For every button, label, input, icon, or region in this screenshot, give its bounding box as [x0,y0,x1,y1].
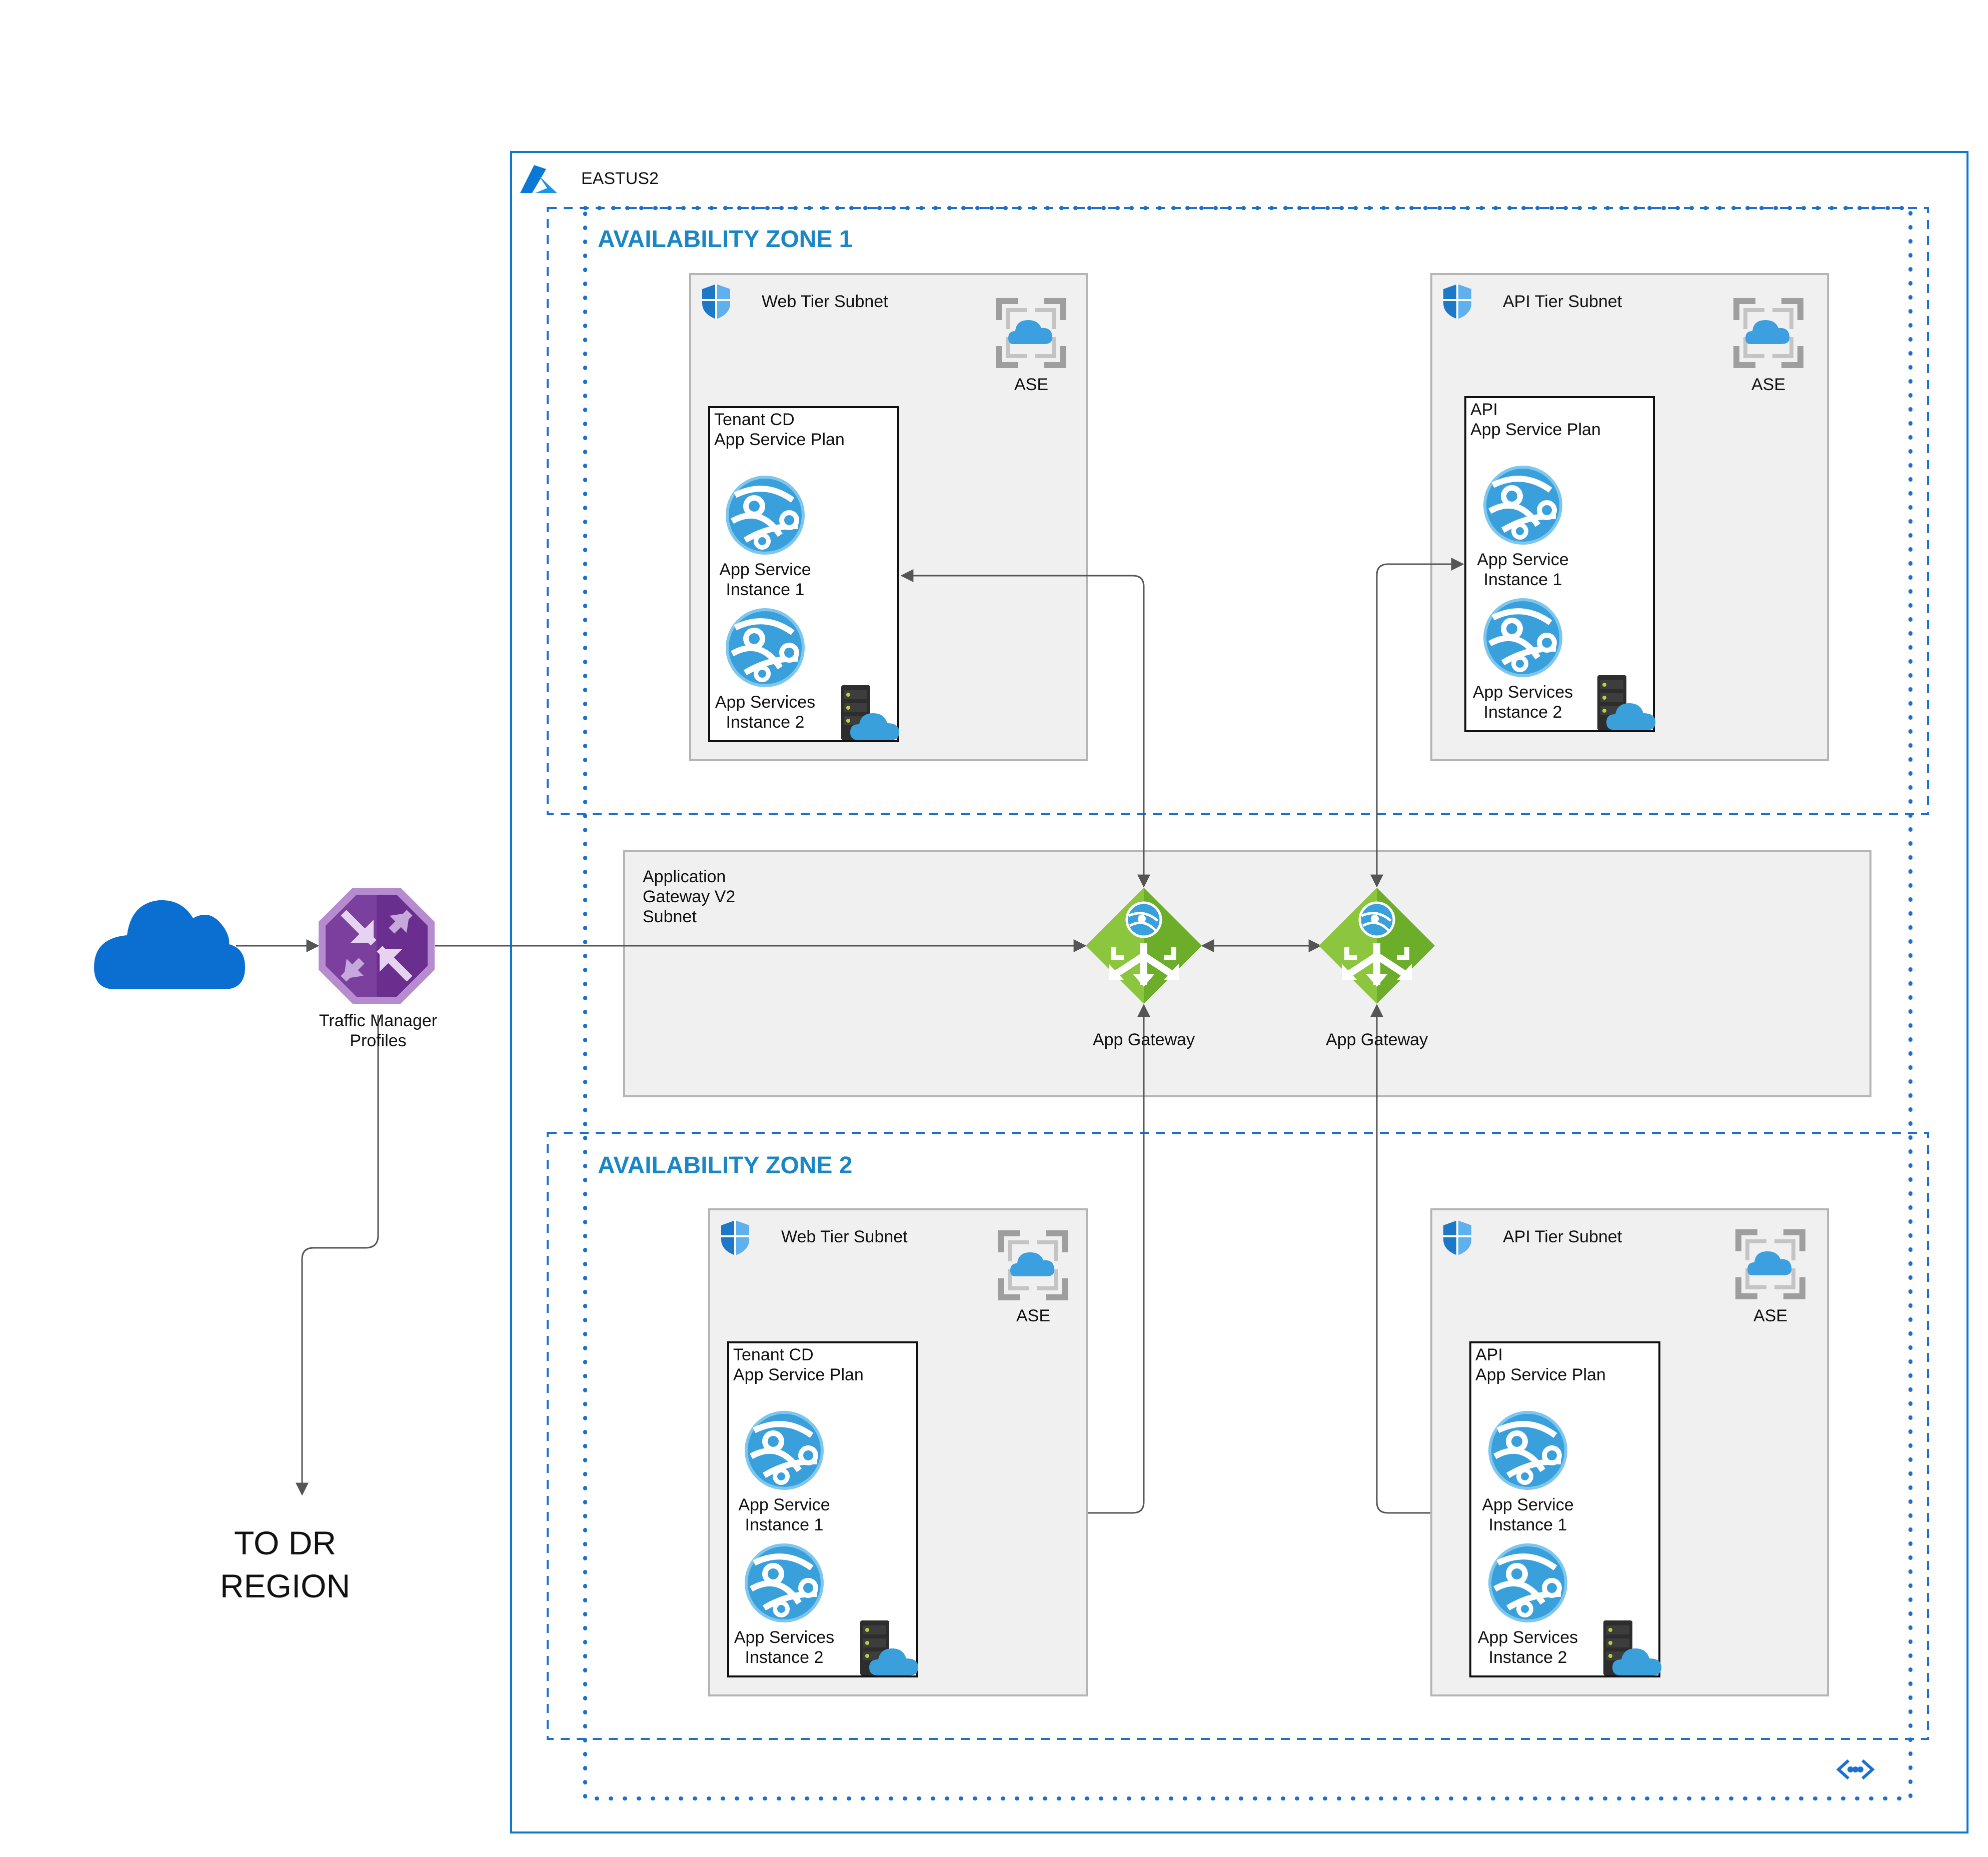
ase-label: ASE [1014,375,1048,394]
dr-region-label: TO DR [234,1524,336,1561]
app-service-icon [1485,467,1561,543]
web-plan-zone2-name: Tenant CD [733,1345,814,1364]
gateway-subnet-title: Application [643,867,726,886]
api-plan-zone2-type: App Service Plan [1475,1365,1606,1384]
gateway-subnet [623,850,1871,1097]
instance1-label: Instance 1 [1489,1515,1567,1534]
web-plan-zone2-type: App Service Plan [733,1365,864,1384]
instance1-label: App Service [738,1495,830,1514]
azure-logo-icon [520,165,557,193]
app-service-icon [746,1412,822,1488]
region-container [510,151,1968,1833]
availability-zone-2-title: AVAILABILITY ZONE 2 [598,1152,852,1179]
web-subnet-zone1-title: Web Tier Subnet [762,292,888,311]
api-plan-zone2-name: API [1475,1345,1503,1364]
traffic-manager-icon [319,888,435,1004]
ase-label: ASE [1753,1306,1787,1325]
app-service-icon [1485,600,1561,676]
instance1-label: App Service [1482,1495,1573,1514]
web-plan-zone1-name: Tenant CD [714,410,795,429]
ase-label: ASE [1016,1306,1050,1325]
instance2-label: App Services [1473,683,1573,702]
region-label: EASTUS2 [581,169,659,188]
api-subnet-zone1-title: API Tier Subnet [1503,292,1622,311]
instance2-label: Instance 2 [745,1648,824,1667]
dr-region-label: REGION [220,1567,350,1604]
app-gateway-1-label: App Gateway [1093,1030,1195,1049]
app-gateway-2-label: App Gateway [1326,1030,1428,1049]
instance2-label: App Services [734,1628,834,1647]
instance1-label: App Service [719,560,811,579]
api-plan-zone1-type: App Service Plan [1470,420,1601,439]
app-service-icon [1490,1545,1566,1621]
availability-zone-1-title: AVAILABILITY ZONE 1 [598,226,852,253]
app-service-icon [1490,1412,1566,1488]
instance2-label: Instance 2 [726,713,805,732]
app-service-icon [727,610,803,686]
instance2-label: App Services [1478,1628,1578,1647]
traffic-manager-label: Profiles [350,1031,406,1050]
traffic-manager-label: Traffic Manager [319,1011,437,1030]
instance2-label: App Services [715,693,815,712]
web-plan-zone1-type: App Service Plan [714,430,845,449]
vnet-icon [1836,1759,1875,1780]
gateway-subnet-title: Gateway V2 [643,887,735,906]
availability-zone-2 [547,1132,1929,1740]
instance1-label: App Service [1477,550,1568,569]
instance1-label: Instance 1 [1484,570,1562,589]
app-service-icon [727,477,803,553]
connectors [236,558,1474,1519]
availability-zone-1 [547,207,1929,815]
api-subnet-zone2-title: API Tier Subnet [1503,1227,1622,1246]
instance1-label: Instance 1 [745,1515,824,1534]
app-service-icon [746,1545,822,1621]
gateway-subnet-title: Subnet [643,907,697,926]
internet-cloud-icon [94,900,245,989]
api-plan-zone1-name: API [1470,400,1498,419]
instance2-label: Instance 2 [1484,703,1562,722]
instance2-label: Instance 2 [1489,1648,1567,1667]
web-subnet-zone2-title: Web Tier Subnet [781,1227,908,1246]
ase-label: ASE [1751,375,1785,394]
instance1-label: Instance 1 [726,580,805,599]
